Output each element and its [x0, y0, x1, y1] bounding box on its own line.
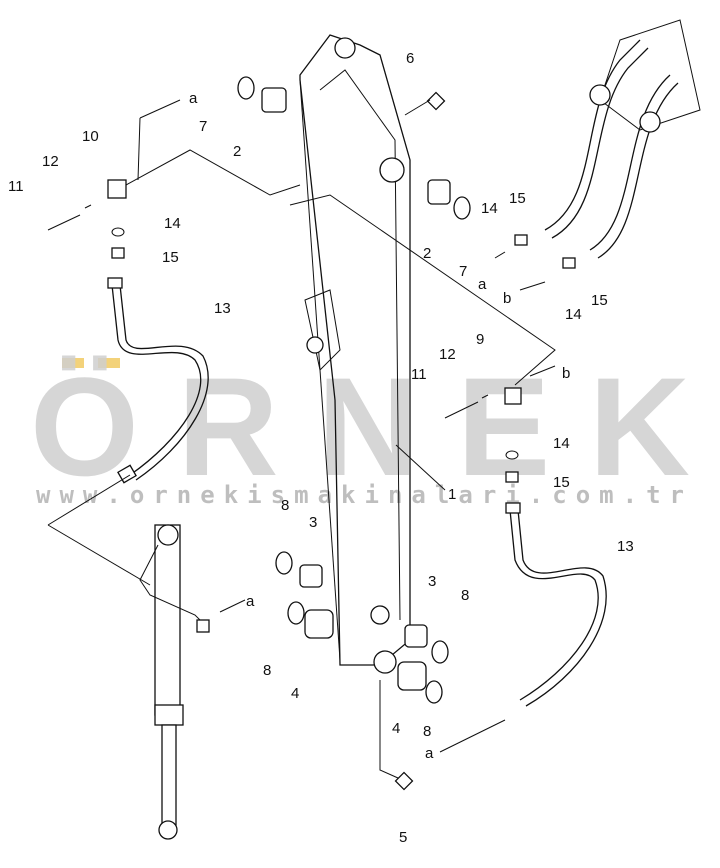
callout-14: 14	[553, 435, 570, 452]
callout-3: 3	[428, 573, 436, 590]
callout-a: a	[425, 745, 434, 762]
leader-lines	[47, 99, 556, 779]
callout-15: 15	[553, 474, 570, 491]
callout-12: 12	[439, 346, 456, 363]
callout-5: 5	[399, 829, 407, 846]
callout-a: a	[478, 276, 487, 293]
callout-8: 8	[281, 497, 289, 514]
callout-15: 15	[591, 292, 608, 309]
watermark-accent	[98, 358, 120, 368]
hoses-right	[544, 19, 701, 259]
callouts: a 7 2 10 12 11 14 15 6 2 7 14 15 a b 14 …	[8, 50, 634, 846]
callout-13: 13	[214, 300, 231, 317]
callout-2: 2	[423, 245, 431, 262]
callout-b: b	[503, 290, 511, 307]
hose-right-lower	[505, 502, 607, 707]
callout-7: 7	[199, 118, 207, 135]
watermark: ÖRNEK www.ornekismakinalari.com.tr	[30, 348, 690, 509]
callout-9: 9	[476, 331, 484, 348]
callout-14: 14	[164, 215, 181, 232]
callout-a: a	[246, 593, 255, 610]
callout-11: 11	[411, 366, 427, 383]
callout-13: 13	[617, 538, 634, 555]
callout-1: 1	[448, 486, 456, 503]
callout-8: 8	[423, 723, 431, 740]
callout-14: 14	[481, 200, 498, 217]
boom-arm	[299, 34, 411, 674]
small-parts	[47, 76, 576, 791]
hose-left	[107, 277, 209, 484]
callout-8: 8	[263, 662, 271, 679]
callout-11: 11	[8, 178, 24, 195]
callout-3: 3	[309, 514, 317, 531]
callout-7: 7	[459, 263, 467, 280]
callout-4: 4	[392, 720, 400, 737]
watermark-accent	[62, 358, 84, 368]
callout-14: 14	[565, 306, 582, 323]
callout-4: 4	[291, 685, 299, 702]
callout-8: 8	[461, 587, 469, 604]
callout-10: 10	[82, 128, 99, 145]
callout-12: 12	[42, 153, 59, 170]
callout-15: 15	[509, 190, 526, 207]
hydraulic-cylinder	[139, 524, 210, 840]
callout-b: b	[562, 365, 570, 382]
callout-6: 6	[406, 50, 414, 67]
callout-a: a	[189, 90, 198, 107]
callout-2: 2	[233, 143, 241, 160]
callout-15: 15	[162, 249, 179, 266]
